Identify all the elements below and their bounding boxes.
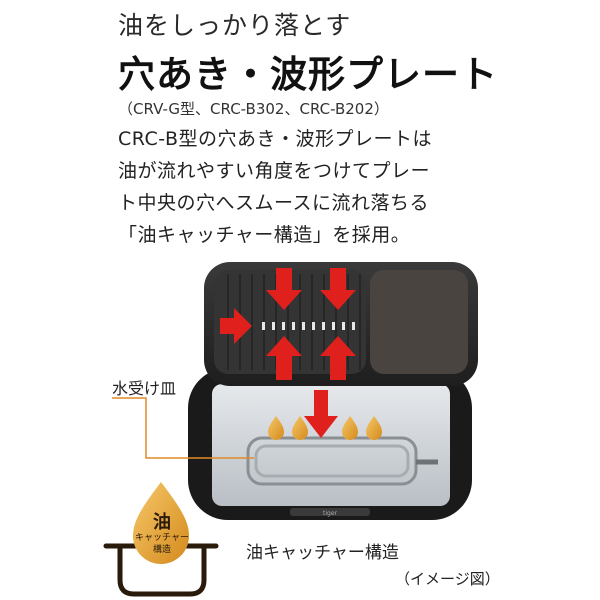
badge-line-2: 構造	[152, 545, 171, 555]
oil-catcher-badge	[103, 482, 219, 597]
flow-arrows	[220, 268, 356, 438]
heating-element	[246, 436, 438, 486]
drain-holes	[262, 322, 355, 330]
page-title: 穴あき・波形プレート	[118, 52, 498, 96]
model-list: （CRV-G型、CRC-B302、CRC-B202）	[118, 100, 389, 118]
arrow-down-left	[266, 268, 302, 310]
description-line: ト中央の穴へスムースに流れ落ちる	[118, 192, 430, 214]
subtitle: 油をしっかり落とす	[118, 11, 352, 40]
oil-droplets	[268, 416, 382, 440]
arrow-down-right	[320, 268, 356, 310]
caption: 油キャッチャー構造	[246, 543, 399, 563]
water-tray-leader	[112, 397, 254, 459]
image-note: （イメージ図）	[395, 570, 500, 588]
badge-main-char: 油	[153, 512, 171, 533]
description-line: CRC-B型の穴あき・波形プレートは	[118, 128, 433, 150]
grill-base: tiger	[188, 368, 472, 520]
flat-plate-surface	[370, 270, 468, 374]
arrow-up-left	[266, 336, 302, 380]
control-panel	[290, 508, 370, 516]
arrow-up-right	[320, 336, 356, 380]
description-line: 「油キャッチャー構造」を採用。	[118, 224, 411, 246]
badge-line-1: キャッチャー	[135, 533, 189, 543]
description-line: 油が流れやすい角度をつけてプレー	[118, 160, 431, 182]
arrow-right	[220, 308, 252, 344]
arrow-down-center	[304, 390, 338, 438]
svg-text:tiger: tiger	[323, 510, 338, 517]
water-tray-label: 水受け皿	[112, 379, 177, 398]
